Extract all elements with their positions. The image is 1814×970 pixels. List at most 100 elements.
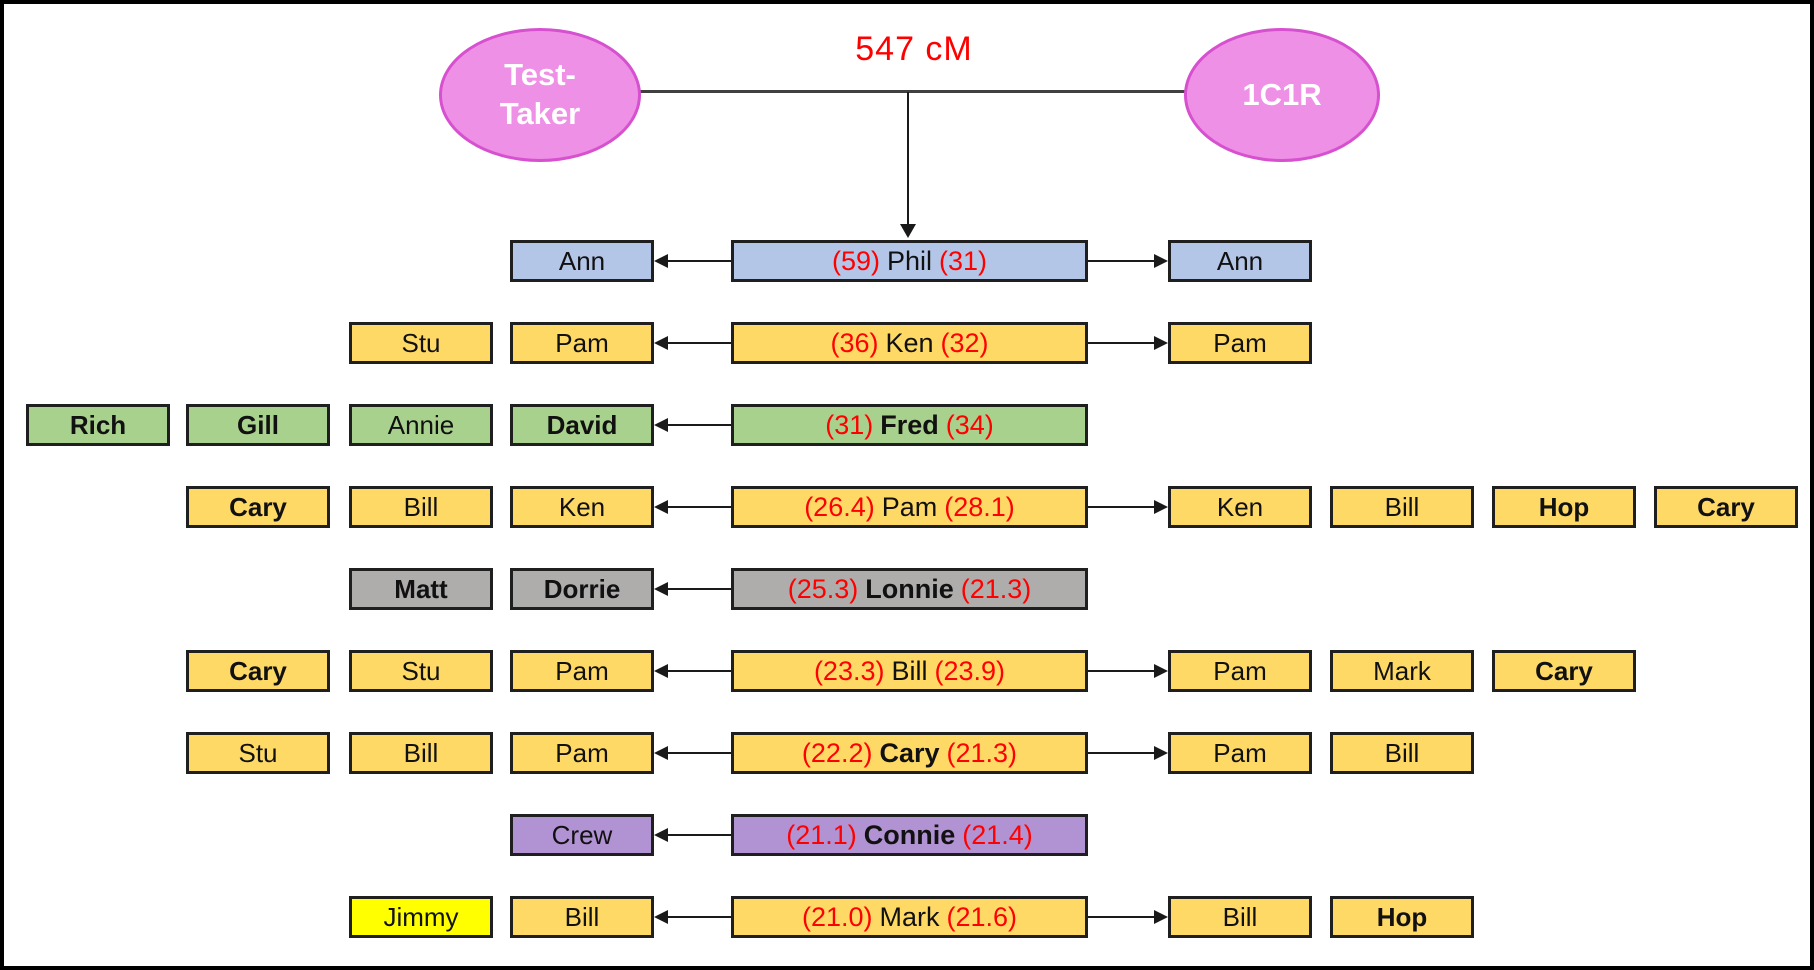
arrow-right-line-row9 [1088,916,1154,918]
ancestor-label: Cary [229,491,287,522]
ancestor-label: Pam [1213,327,1267,358]
arrow-left-head-icon-row2 [654,336,668,350]
ancestor-label: David [546,409,618,440]
arrow-left-head-icon-row1 [654,254,668,268]
down-arrow-line [907,92,909,226]
shared-match-name: Mark [879,901,940,932]
arrow-left-line-row5 [666,588,731,590]
ancestor-label: Hop [1538,491,1590,522]
ancestor-box-cary-row6-L0: Cary [186,650,330,692]
arrow-left-head-icon-row4 [654,500,668,514]
ancestor-label: Bill [564,901,600,932]
ancestor-box-bill-row4-R1: Bill [1330,486,1474,528]
ancestor-box-ken-row4-L2: Ken [510,486,654,528]
right-cm-value: (21.4) [962,819,1033,850]
shared-match-box-fred: (31)Fred(34) [731,404,1088,446]
ancestor-label: Pam [1213,655,1267,686]
ancestor-box-stu-row7-L0: Stu [186,732,330,774]
ancestor-box-hop-row4-R2: Hop [1492,486,1636,528]
shared-match-name: Bill [891,655,928,686]
right-cm-value: (21.3) [946,737,1018,768]
arrow-right-head-icon-row2 [1154,336,1168,350]
ancestor-label: Bill [403,491,439,522]
right-cm-value: (32) [940,327,989,358]
ancestor-box-bill-row9-L1: Bill [510,896,654,938]
ancestor-box-pam-row7-R0: Pam [1168,732,1312,774]
arrow-right-head-icon-row1 [1154,254,1168,268]
ancestor-box-pam-row2-R0: Pam [1168,322,1312,364]
left-cm-value: (25.3) [787,573,859,604]
ancestor-label: Jimmy [383,901,459,932]
ancestor-label: Rich [69,409,127,440]
shared-match-name: Pam [881,491,938,522]
ancestor-label: Mark [1373,655,1431,686]
ancestor-box-hop-row9-R1: Hop [1330,896,1474,938]
test-taker-label-line1: Test- [504,57,576,93]
ancestor-label: Bill [403,737,439,768]
ancestor-box-crew-row8-L0: Crew [510,814,654,856]
right-cm-value: (28.1) [944,491,1015,522]
ancestor-label: Bill [1222,901,1258,932]
shared-match-name: Lonnie [865,573,954,604]
arrow-left-head-icon-row8 [654,828,668,842]
ancestor-label: Bill [1384,491,1420,522]
arrow-right-line-row7 [1088,752,1154,754]
ancestor-label: Hop [1376,901,1428,932]
ancestor-box-rich-row3-L0: Rich [26,404,170,446]
arrow-left-head-icon-row5 [654,582,668,596]
ancestor-label: Crew [551,819,613,850]
arrow-left-line-row4 [666,506,731,508]
left-cm-value: (59) [831,245,880,276]
right-cm-value: (21.6) [946,901,1018,932]
arrow-left-head-icon-row6 [654,664,668,678]
ancestor-label: Matt [394,573,448,604]
test-taker-label-line2: Taker [499,96,581,131]
arrow-left-line-row1 [666,260,731,262]
ancestor-label: Dorrie [543,573,621,604]
arrow-left-line-row6 [666,670,731,672]
match-node-1c1r: 1C1R [1184,28,1380,162]
ancestor-box-annie-row3-L2: Annie [349,404,493,446]
left-cm-value: (21.1) [786,819,857,850]
arrow-left-head-icon-row9 [654,910,668,924]
ancestor-box-ann-row1-L0: Ann [510,240,654,282]
right-cm-value: (34) [945,409,994,440]
shared-match-box-pam: (26.4)Pam(28.1) [731,486,1088,528]
left-cm-value: (23.3) [813,655,885,686]
ancestor-box-stu-row2-L0: Stu [349,322,493,364]
ancestor-label: Cary [1697,491,1755,522]
arrow-right-line-row2 [1088,342,1154,344]
ancestor-label: Stu [401,327,441,358]
shared-match-name: Ken [885,327,934,358]
ancestor-box-mark-row6-R1: Mark [1330,650,1474,692]
ancestor-box-pam-row6-L2: Pam [510,650,654,692]
left-cm-value: (22.2) [801,737,873,768]
shared-match-name: Connie [863,819,956,850]
left-cm-value: (36) [830,327,879,358]
arrow-left-line-row2 [666,342,731,344]
arrow-right-head-icon-row9 [1154,910,1168,924]
shared-match-name: Phil [886,245,933,276]
ancestor-label: Ken [1216,491,1264,522]
ancestor-box-stu-row6-L1: Stu [349,650,493,692]
left-cm-value: (31) [825,409,874,440]
ancestor-box-dorrie-row5-L1: Dorrie [510,568,654,610]
ancestor-label: Pam [555,737,609,768]
ancestor-label: Cary [1535,655,1593,686]
arrow-right-line-row4 [1088,506,1154,508]
arrow-left-line-row9 [666,916,731,918]
ancestor-box-pam-row2-L1: Pam [510,322,654,364]
arrow-right-line-row6 [1088,670,1154,672]
ancestor-label: Annie [387,409,455,440]
ancestor-box-bill-row9-R0: Bill [1168,896,1312,938]
ancestor-label: Bill [1384,737,1420,768]
connector-line [633,90,1186,93]
ancestor-box-pam-row7-L2: Pam [510,732,654,774]
arrow-right-head-icon-row6 [1154,664,1168,678]
ancestor-label: Cary [229,655,287,686]
ancestor-box-bill-row7-R1: Bill [1330,732,1474,774]
shared-match-name: Fred [880,409,939,440]
left-cm-value: (26.4) [804,491,875,522]
shared-match-box-mark: (21.0)Mark(21.6) [731,896,1088,938]
ancestor-box-ann-row1-R0: Ann [1168,240,1312,282]
